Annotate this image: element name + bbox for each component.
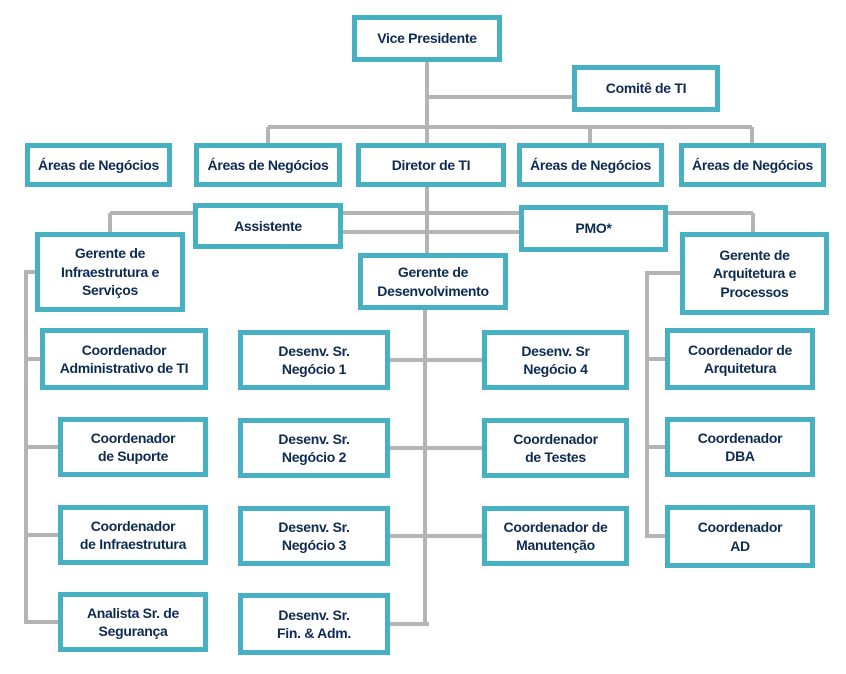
connector-line [108, 213, 112, 232]
connector-line [110, 211, 753, 215]
connector-line [425, 62, 429, 143]
org-node-areas-de-negocios-2: Áreas de Negócios [194, 143, 342, 187]
connector-line [26, 445, 58, 449]
org-node-areas-de-negocios-3: Áreas de Negócios [517, 143, 664, 187]
connector-line [390, 358, 482, 362]
connector-line [390, 534, 482, 538]
org-node-coord-ad: Coordenador AD [665, 505, 815, 568]
org-node-assistente: Assistente [193, 203, 343, 249]
org-node-gerente-infraestrutura: Gerente de Infraestrutura e Serviços [35, 232, 185, 312]
connector-line [647, 357, 665, 361]
org-node-desenv-sr-fin-adm: Desenv. Sr. Fin. & Adm. [238, 593, 390, 655]
connector-line [26, 533, 58, 537]
org-node-analista-sr-seguranca: Analista Sr. de Segurança [58, 592, 208, 652]
connector-line [645, 271, 649, 538]
connector-line [266, 127, 270, 143]
connector-line [751, 213, 755, 232]
org-node-gerente-desenvolvimento: Gerente de Desenvolvimento [358, 253, 508, 310]
org-node-desenv-sr-negocio-2: Desenv. Sr. Negócio 2 [238, 418, 390, 478]
org-node-coord-infraestrutura: Coordenador de Infraestrutura [58, 505, 208, 565]
org-node-coord-arquitetura: Coordenador de Arquitetura [665, 328, 815, 390]
connector-line [423, 310, 427, 626]
org-node-areas-de-negocios-4: Áreas de Negócios [679, 143, 826, 187]
org-node-comite-de-ti: Comitê de TI [572, 65, 720, 112]
connector-line [26, 620, 58, 624]
connector-line [26, 270, 35, 274]
org-node-desenv-sr-negocio-1: Desenv. Sr. Negócio 1 [238, 330, 390, 390]
connector-line [647, 445, 665, 449]
connector-line [390, 446, 482, 450]
org-node-gerente-arquitetura: Gerente de Arquitetura e Processos [680, 232, 829, 315]
org-node-areas-de-negocios-1: Áreas de Negócios [25, 143, 172, 187]
connector-line [425, 187, 429, 253]
org-node-coord-manutencao: Coordenador de Manutenção [482, 506, 629, 566]
connector-line [343, 230, 519, 234]
connector-line [390, 622, 429, 626]
org-node-diretor-de-ti: Diretor de TI [356, 143, 506, 187]
org-node-vice-presidente: Vice Presidente [352, 15, 502, 62]
org-node-pmo: PMO* [519, 205, 668, 252]
connector-line [647, 271, 680, 275]
org-node-desenv-sr-negocio-3: Desenv. Sr. Negócio 3 [238, 506, 390, 566]
org-node-coord-suporte: Coordenador de Suporte [58, 417, 208, 477]
connector-line [750, 127, 754, 143]
connector-line [647, 534, 665, 538]
org-node-desenv-sr-negocio-4: Desenv. Sr Negócio 4 [482, 330, 629, 390]
connector-line [427, 95, 572, 99]
connector-line [588, 127, 592, 143]
org-node-coord-administrativo: Coordenador Administrativo de TI [40, 328, 208, 390]
org-node-coord-dba: Coordenador DBA [665, 417, 815, 477]
connector-line [26, 357, 40, 361]
org-node-coord-testes: Coordenador de Testes [482, 418, 629, 478]
connector-line [268, 125, 752, 129]
